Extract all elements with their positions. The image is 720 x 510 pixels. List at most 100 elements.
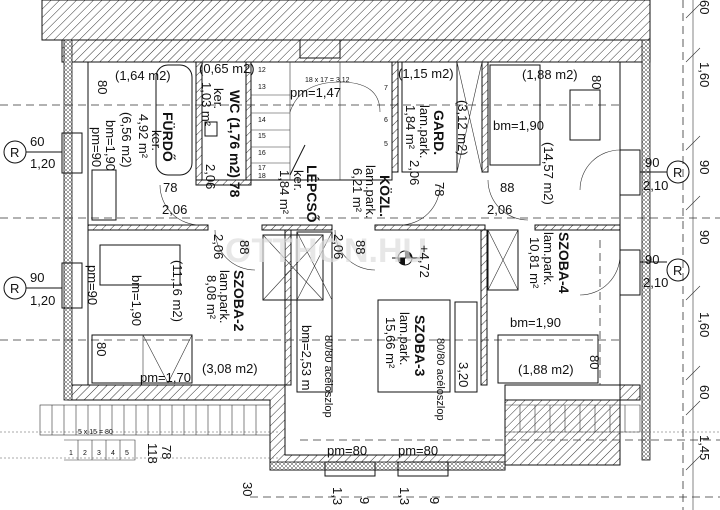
wardrobe-szoba3 — [454, 301, 478, 393]
bed-szoba2 — [91, 334, 193, 384]
szoba3-door-height: 2,06 — [331, 234, 346, 259]
szoba3-door-width: 88 — [353, 240, 368, 254]
central-column-zone — [296, 231, 333, 393]
szoba2-name: SZOBA-2 — [231, 270, 247, 332]
furdo-floor: ker. — [149, 130, 164, 151]
furdo-bm: bm=1,90 — [103, 120, 118, 171]
szoba4-area: 10,81 m² — [527, 237, 542, 289]
insulation-right — [641, 39, 651, 461]
roof-hatch — [41, 0, 651, 41]
szoba3-floor: lam.park. — [397, 312, 412, 365]
bed-szoba4 — [497, 334, 599, 384]
bed-szoba1 — [489, 64, 541, 166]
lepcso-area: 1,84 m² — [277, 170, 292, 215]
desk-szoba1 — [569, 89, 601, 141]
bathtub — [155, 64, 193, 176]
szoba2-door-height: 2,06 — [211, 234, 226, 259]
szoba2-dim: 80 — [94, 342, 109, 356]
window-width: 90 — [645, 155, 659, 170]
step-number: 17 — [258, 165, 266, 172]
step-number: 6 — [384, 117, 388, 124]
window-width: 90 — [30, 270, 44, 285]
marker-label: R — [673, 165, 682, 180]
toilet — [204, 121, 218, 137]
szoba1-door-width: 88 — [500, 180, 514, 195]
szoba2-bm: bm=1,90 — [129, 275, 144, 326]
window-height: 1,20 — [30, 293, 55, 308]
window-width: 60 — [30, 134, 44, 149]
wc-name: WC (1,76 m2) 78 — [227, 90, 243, 198]
gard-floor: lam.park. — [417, 105, 432, 158]
gard-sub2: (3,12 m2) — [455, 100, 470, 156]
insulation-left — [63, 39, 73, 401]
marker-label: R — [10, 145, 19, 160]
staircase — [250, 61, 393, 181]
gard-area: 1,84 m² — [403, 105, 418, 150]
szoba4-dim: 80 — [587, 355, 602, 369]
marker-label: R — [10, 281, 19, 296]
desk-szoba2 — [99, 244, 181, 286]
step-number: 13 — [258, 84, 266, 91]
terrace-step: 1 — [69, 450, 73, 457]
furdo-door-height: 2,06 — [162, 202, 187, 217]
furdo-pm: pm=90 — [89, 127, 104, 167]
terrace-stair — [39, 404, 641, 461]
dim-bottom: 9 — [427, 497, 442, 504]
window-height: 1,20 — [30, 156, 55, 171]
window-marker-right-2: R 90 2,10 — [640, 252, 690, 290]
level-marker-icon — [392, 250, 420, 266]
level-value: +4,72 — [417, 245, 432, 278]
dim-right: 1,60 — [697, 312, 712, 337]
furdo-total: (6,56 m2) — [119, 112, 134, 168]
window-bottom-2-pm: pm=80 — [398, 443, 438, 458]
szoba2-area: 8,08 m² — [204, 275, 219, 320]
gard-name: GARD. — [431, 110, 447, 155]
szoba4-sub-area: (1,88 m2) — [518, 362, 574, 377]
terrace-stair-spec: 5 x 15 = 80 — [78, 429, 113, 436]
lepcso-floor: ker. — [291, 170, 306, 191]
szoba3-name: SZOBA-3 — [412, 315, 428, 377]
furdo-area: 4,92 m² — [136, 114, 151, 159]
window-marker-left-2: R 90 1,20 — [3, 270, 62, 308]
window-width: 90 — [645, 252, 659, 267]
dim-right: 90 — [697, 160, 712, 174]
terrace-step: 2 — [83, 450, 87, 457]
gard-door-width: 78 — [432, 182, 447, 196]
dim-bottom: 1,3 — [330, 487, 345, 505]
wc-floor: ker. — [211, 88, 226, 109]
central-bm: bm=2,53 m — [299, 325, 314, 390]
szoba3-area: 15,66 m² — [383, 317, 398, 369]
step-number: 5 — [384, 141, 388, 148]
window-marker-right-1: R 90 2,10 — [640, 155, 690, 193]
terrace-step: 5 — [125, 450, 129, 457]
szoba4-name: SZOBA-4 — [556, 232, 572, 294]
window-marker-left-1: R 60 1,20 — [3, 134, 62, 171]
furniture — [91, 61, 601, 393]
interior-walls — [87, 61, 621, 386]
szoba1-door-height: 2,06 — [487, 202, 512, 217]
kozl-area: 6,21 m² — [350, 168, 365, 213]
furdo-sub-area: (1,64 m2) — [115, 68, 171, 83]
rotated-labels: 80 FÜRDŐ ker. 4,92 m² (6,56 m2) bm=1,90 … — [85, 0, 712, 505]
gard-sub-area: (1,15 m2) — [398, 66, 454, 81]
central-column: 80/80 acéloszlop — [322, 335, 334, 418]
step-number: 15 — [258, 133, 266, 140]
szoba3-column: 80/80 acéloszlop — [434, 338, 446, 421]
step-number: 7 — [384, 85, 388, 92]
terrace-step: 3 — [97, 450, 101, 457]
furdo-dim: 80 — [95, 80, 110, 94]
terrace-dim-2: 118 — [145, 443, 160, 464]
void-1 — [262, 234, 324, 301]
terrace-dim-1: 78 — [159, 445, 174, 459]
dim-bottom: 1,3 — [397, 487, 412, 505]
szoba2-floor: lam.park. — [217, 270, 232, 323]
furdo-door-width: 78 — [163, 180, 177, 195]
dim-right: 60 — [697, 385, 712, 399]
step-number: 12 — [258, 67, 266, 74]
dim-right: 1,60 — [697, 62, 712, 87]
szoba2-pm: pm=90 — [85, 265, 100, 305]
szoba1-total: (14,57 m2) — [541, 142, 556, 205]
stair-spec: 18 x 17 = 3,12 — [305, 77, 350, 84]
wc-sub-area: (0,65 m2) — [199, 61, 255, 76]
insulation-bottom — [269, 461, 506, 471]
